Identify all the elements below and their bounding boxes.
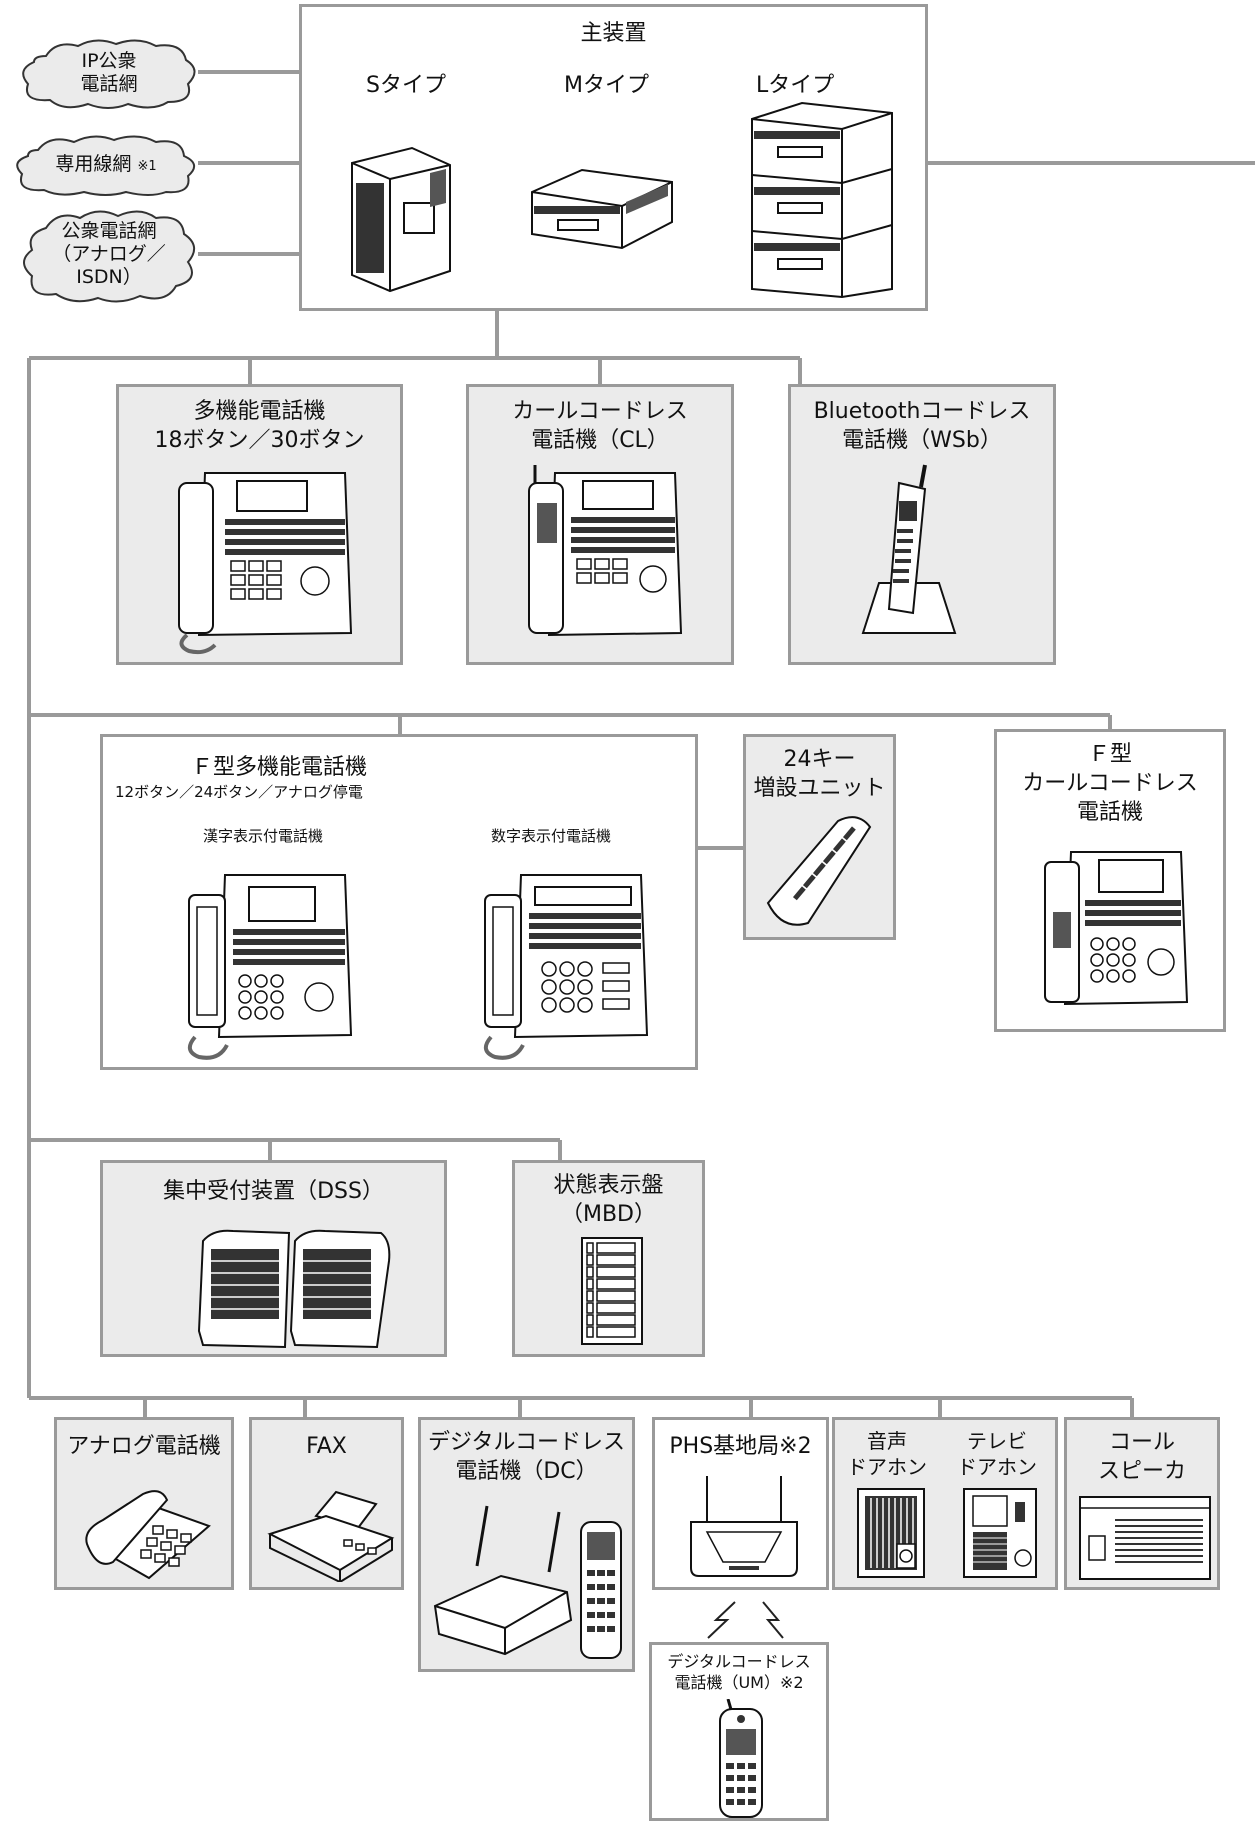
digital-cordless-dc-illustration: [431, 1496, 631, 1666]
digital-cordless-um-label-2: 電話機（UM）※2: [674, 1673, 804, 1692]
bluetooth-cordless-box: Bluetoothコードレス 電話機（WSb）: [788, 384, 1056, 665]
main-unit-title: 主装置: [580, 21, 647, 46]
bluetooth-cordless-label-1: Bluetoothコードレス: [813, 399, 1031, 424]
leased-network-cloud: 専用線網 ※1: [10, 132, 202, 198]
door-phone-box: 音声 ドアホン テレビ ドアホン: [832, 1417, 1058, 1590]
phs-base-station-illustration: [685, 1472, 801, 1584]
mbd-label-2: （MBD）: [560, 1202, 656, 1227]
kanji-display-phone-illustration: [179, 865, 359, 1061]
l-type-unit-illustration: [742, 99, 902, 299]
phs-base-station-label: PHS基地局※2: [669, 1434, 812, 1459]
s-type-unit-illustration: [342, 143, 457, 293]
multi-function-phone-label-1: 多機能電話機: [193, 399, 326, 424]
voice-door-phone-illustration: [857, 1488, 927, 1580]
mbd-box: 状態表示盤 （MBD）: [512, 1160, 705, 1357]
mbd-label-1: 状態表示盤: [553, 1173, 664, 1198]
f-multi-title: Ｆ型多機能電話機: [191, 755, 368, 780]
dss-illustration: [193, 1221, 393, 1351]
leased-network-label: 専用線網: [55, 153, 132, 175]
ip-network-label-1: IP公衆: [81, 50, 137, 72]
curl-cordless-phone-illustration: [525, 463, 685, 643]
f-multi-subtitle: 12ボタン／24ボタン／アナログ停電: [115, 783, 363, 801]
fax-illustration: [266, 1486, 396, 1582]
s-type-label: Sタイプ: [366, 73, 446, 98]
ip-network-cloud: IP公衆 電話網: [16, 36, 202, 112]
fax-box: FAX: [249, 1417, 404, 1590]
main-unit-box: 主装置 Sタイプ Mタイプ Lタイプ: [299, 4, 928, 311]
m-type-unit-illustration: [522, 162, 682, 262]
fax-label: FAX: [306, 1434, 347, 1459]
analog-phone-label: アナログ電話機: [67, 1434, 221, 1459]
bluetooth-cordless-label-2: 電話機（WSb）: [842, 428, 1002, 453]
digital-cordless-dc-label-1: デジタルコードレス: [427, 1430, 626, 1455]
l-type-label: Lタイプ: [756, 73, 835, 98]
mbd-illustration: [581, 1237, 643, 1347]
f-curl-cordless-illustration: [1041, 842, 1191, 1012]
tv-door-label-1: テレビ: [967, 1429, 1027, 1453]
pstn-cloud: 公衆電話網 （アナログ／ ISDN）: [16, 206, 202, 306]
tv-door-phone-illustration: [963, 1488, 1039, 1580]
f-curl-cordless-label-1: Ｆ型: [1087, 742, 1132, 767]
digital-cordless-dc-label-2: 電話機（DC）: [455, 1459, 598, 1484]
m-type-label: Mタイプ: [564, 73, 649, 98]
multi-function-phone-box: 多機能電話機 18ボタン／30ボタン: [116, 384, 403, 665]
dss-box: 集中受付装置（DSS）: [100, 1160, 447, 1357]
call-speaker-label-2: スピーカ: [1097, 1459, 1186, 1484]
kanji-display-phone-label: 漢字表示付電話機: [203, 827, 324, 845]
call-speaker-illustration: [1079, 1496, 1211, 1582]
digital-cordless-um-label-1: デジタルコードレス: [667, 1652, 811, 1671]
key24-unit-label-2: 増設ユニット: [753, 776, 886, 801]
dss-label: 集中受付装置（DSS）: [163, 1179, 384, 1204]
digital-cordless-um-illustration: [716, 1699, 766, 1819]
pstn-label-2: （アナログ／: [52, 243, 166, 265]
curl-cordless-label-1: カールコードレス: [512, 399, 688, 424]
f-curl-cordless-label-3: 電話機: [1076, 800, 1143, 825]
call-speaker-label-1: コール: [1108, 1430, 1175, 1455]
curl-cordless-label-2: 電話機（CL）: [531, 428, 669, 453]
multi-function-phone-label-2: 18ボタン／30ボタン: [154, 428, 365, 453]
curl-cordless-phone-box: カールコードレス 電話機（CL）: [466, 384, 734, 665]
digital-cordless-um-box: デジタルコードレス 電話機（UM）※2: [649, 1642, 829, 1821]
key24-unit-illustration: [762, 811, 882, 931]
call-speaker-box: コール スピーカ: [1064, 1417, 1220, 1590]
ip-network-label-2: 電話網: [80, 73, 138, 95]
analog-phone-illustration: [83, 1486, 213, 1582]
phs-base-station-box: PHS基地局※2: [652, 1417, 829, 1590]
multi-function-phone-illustration: [175, 463, 355, 655]
leased-network-note: ※1: [137, 159, 157, 174]
digit-display-phone-illustration: [475, 865, 655, 1061]
f-curl-cordless-box: Ｆ型 カールコードレス 電話機: [994, 729, 1226, 1032]
tv-door-label-2: ドアホン: [957, 1455, 1037, 1479]
digital-cordless-dc-box: デジタルコードレス 電話機（DC）: [418, 1417, 635, 1672]
voice-door-label-2: ドアホン: [847, 1455, 927, 1479]
bluetooth-cordless-illustration: [859, 463, 959, 643]
f-curl-cordless-label-2: カールコードレス: [1022, 771, 1198, 796]
digit-display-phone-label: 数字表示付電話機: [491, 827, 612, 845]
key24-unit-box: 24キー 増設ユニット: [743, 734, 896, 940]
voice-door-label-1: 音声: [867, 1429, 907, 1453]
key24-unit-label-1: 24キー: [783, 747, 856, 772]
pstn-label-3: ISDN）: [76, 266, 142, 288]
f-multi-function-phone-box: Ｆ型多機能電話機 12ボタン／24ボタン／アナログ停電 漢字表示付電話機 数字表…: [100, 734, 698, 1070]
pstn-label-1: 公衆電話網: [61, 220, 157, 242]
analog-phone-box: アナログ電話機: [54, 1417, 234, 1590]
